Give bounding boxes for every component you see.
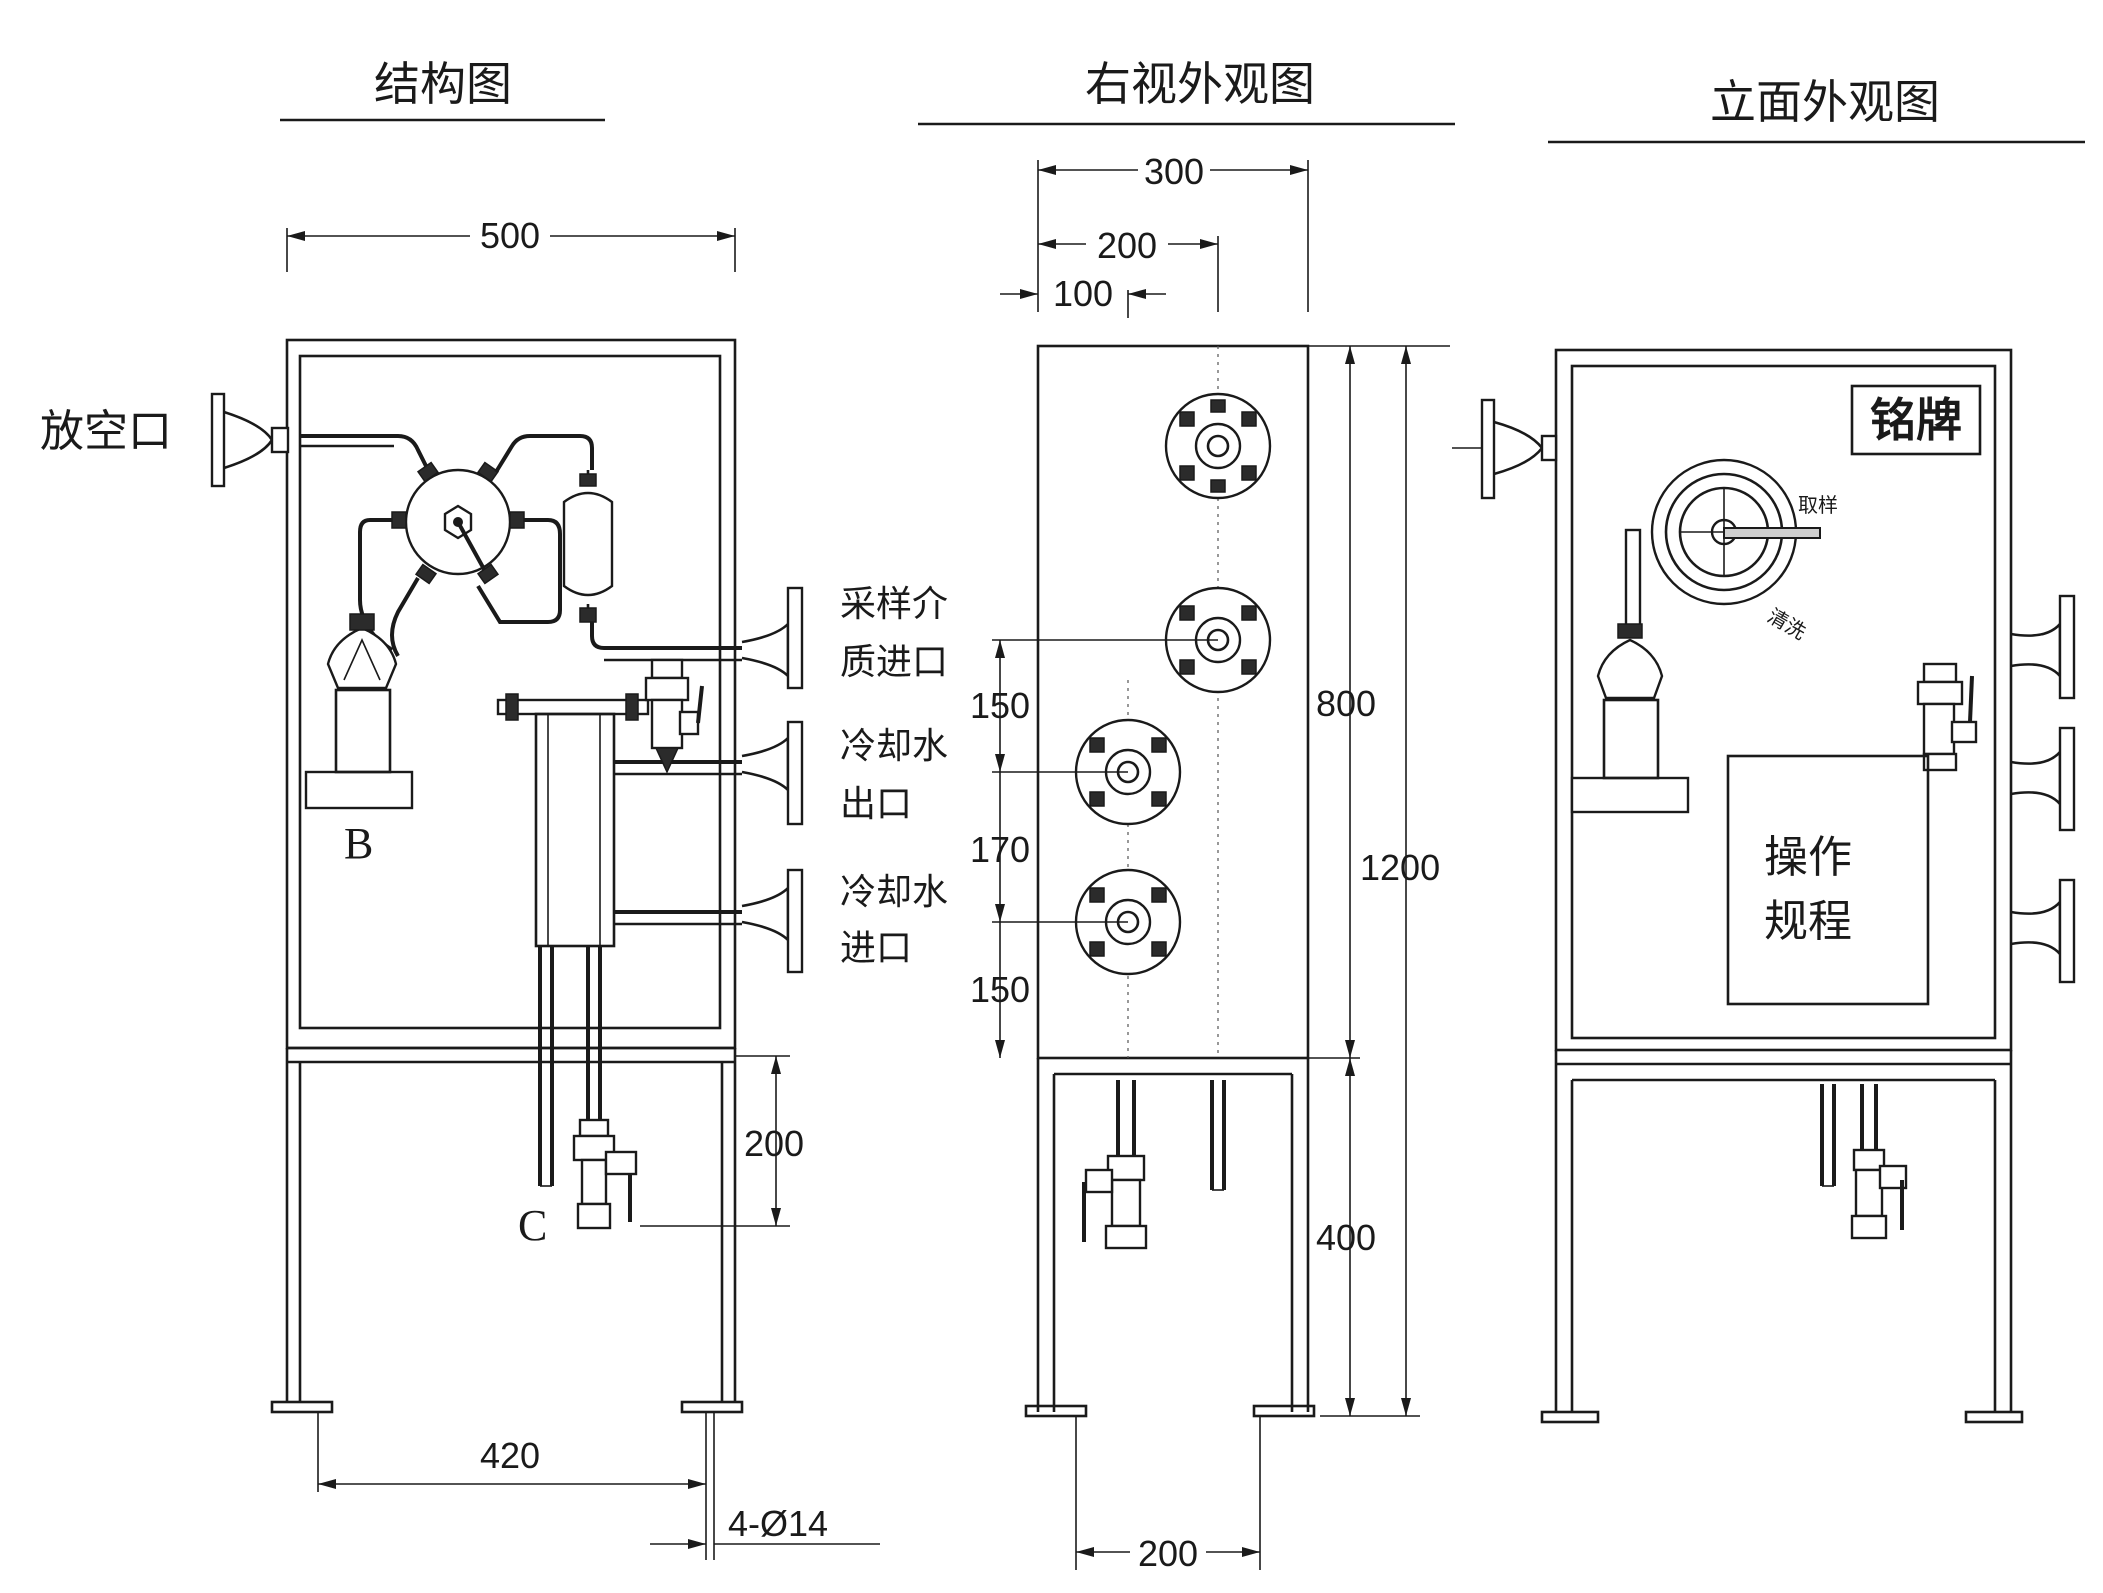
sample-handwheel: 取样 清洗 (1650, 458, 1838, 645)
dim-800-label: 800 (1316, 683, 1376, 724)
dim-200-label: 200 (744, 1123, 804, 1164)
label-cool-out-1: 冷却水 (840, 726, 948, 767)
label-inlet-2: 质进口 (840, 642, 948, 683)
elevation-view: 铭牌 取样 清洗 (1452, 348, 2076, 1424)
dim-150b-label: 150 (970, 969, 1030, 1010)
elevation-needle-valve (1916, 662, 1978, 772)
elevation-flange-3 (2010, 878, 2076, 984)
cylinder-b: B (304, 613, 414, 868)
elevation-cylinder (1570, 528, 1690, 814)
flange-face-1 (1164, 392, 1272, 500)
elevation-vent-flange (1452, 398, 1558, 500)
flange-cooling-in (741, 868, 804, 974)
dim-420-label: 420 (480, 1435, 540, 1476)
flange-cooling-out (741, 720, 804, 826)
right-drain-valve (1082, 1080, 1226, 1250)
dim-500-label: 500 (480, 215, 540, 256)
procedure-panel: 操作 规程 (1726, 754, 1930, 1006)
dim-170-label: 170 (970, 829, 1030, 870)
vent-label: 放空口 (40, 406, 172, 457)
right-view: 300 200 100 (970, 151, 1450, 1574)
dimension-100: 100 (1000, 273, 1166, 318)
title-elevation: 立面外观图 (1710, 75, 1940, 129)
dimension-width-500: 500 (286, 215, 736, 272)
sample-label: 取样 (1798, 493, 1838, 517)
multiport-valve (391, 461, 525, 585)
label-c: C (518, 1201, 547, 1250)
nameplate: 铭牌 (1850, 384, 1982, 456)
clean-label: 清洗 (1764, 604, 1811, 645)
dimension-300: 300 (1037, 151, 1309, 312)
label-b: B (344, 819, 373, 868)
label-cool-in-1: 冷却水 (840, 872, 948, 913)
frame (270, 338, 744, 1414)
dim-100-label: 100 (1053, 273, 1113, 314)
elevation-flange-1 (2010, 594, 2076, 700)
nameplate-label: 铭牌 (1870, 393, 1962, 447)
needle-valve (644, 658, 704, 774)
title-elevation-view: 立面外观图 (1548, 75, 2085, 144)
title-right-view: 右视外观图 (918, 57, 1455, 126)
elevation-drain (1820, 1084, 1908, 1240)
label-cool-in-2: 进口 (840, 928, 912, 969)
cabinet-side (1036, 344, 1310, 1060)
dimension-pitch: 150 170 150 (970, 639, 1218, 1058)
sample-vessel (562, 470, 614, 623)
structure-view: 500 放空口 (40, 215, 948, 1560)
label-inlet-1: 采样介 (840, 584, 948, 625)
vent-flange: 放空口 (40, 392, 290, 488)
drain-valve-c: C (518, 1118, 638, 1250)
dimension-420: 420 4-Ø14 (317, 1412, 880, 1560)
dim-400-label: 400 (1316, 1217, 1376, 1258)
dim-200-top-label: 200 (1097, 225, 1157, 266)
title-structure-view: 结构图 (280, 57, 605, 122)
procedure-line2: 规程 (1764, 896, 1852, 947)
dimension-200-vertical: 200 (640, 1055, 804, 1227)
dim-200-bottom-label: 200 (1138, 1533, 1198, 1574)
holes-label: 4-Ø14 (728, 1503, 828, 1544)
dim-300-label: 300 (1144, 151, 1204, 192)
procedure-line1: 操作 (1764, 832, 1852, 883)
cooler (496, 693, 650, 1187)
elevation-flange-2 (2010, 726, 2076, 832)
title-structure: 结构图 (374, 57, 512, 111)
dim-1200-label: 1200 (1360, 847, 1440, 888)
title-right: 右视外观图 (1085, 57, 1315, 111)
label-cool-out-2: 出口 (840, 784, 912, 825)
dimension-heights: 800 1200 400 (1308, 345, 1450, 1417)
dimension-200-top: 200 (1038, 225, 1219, 312)
flange-sample-inlet (741, 586, 804, 690)
dim-150a-label: 150 (970, 685, 1030, 726)
dimension-200-bottom: 200 (1075, 1416, 1261, 1574)
